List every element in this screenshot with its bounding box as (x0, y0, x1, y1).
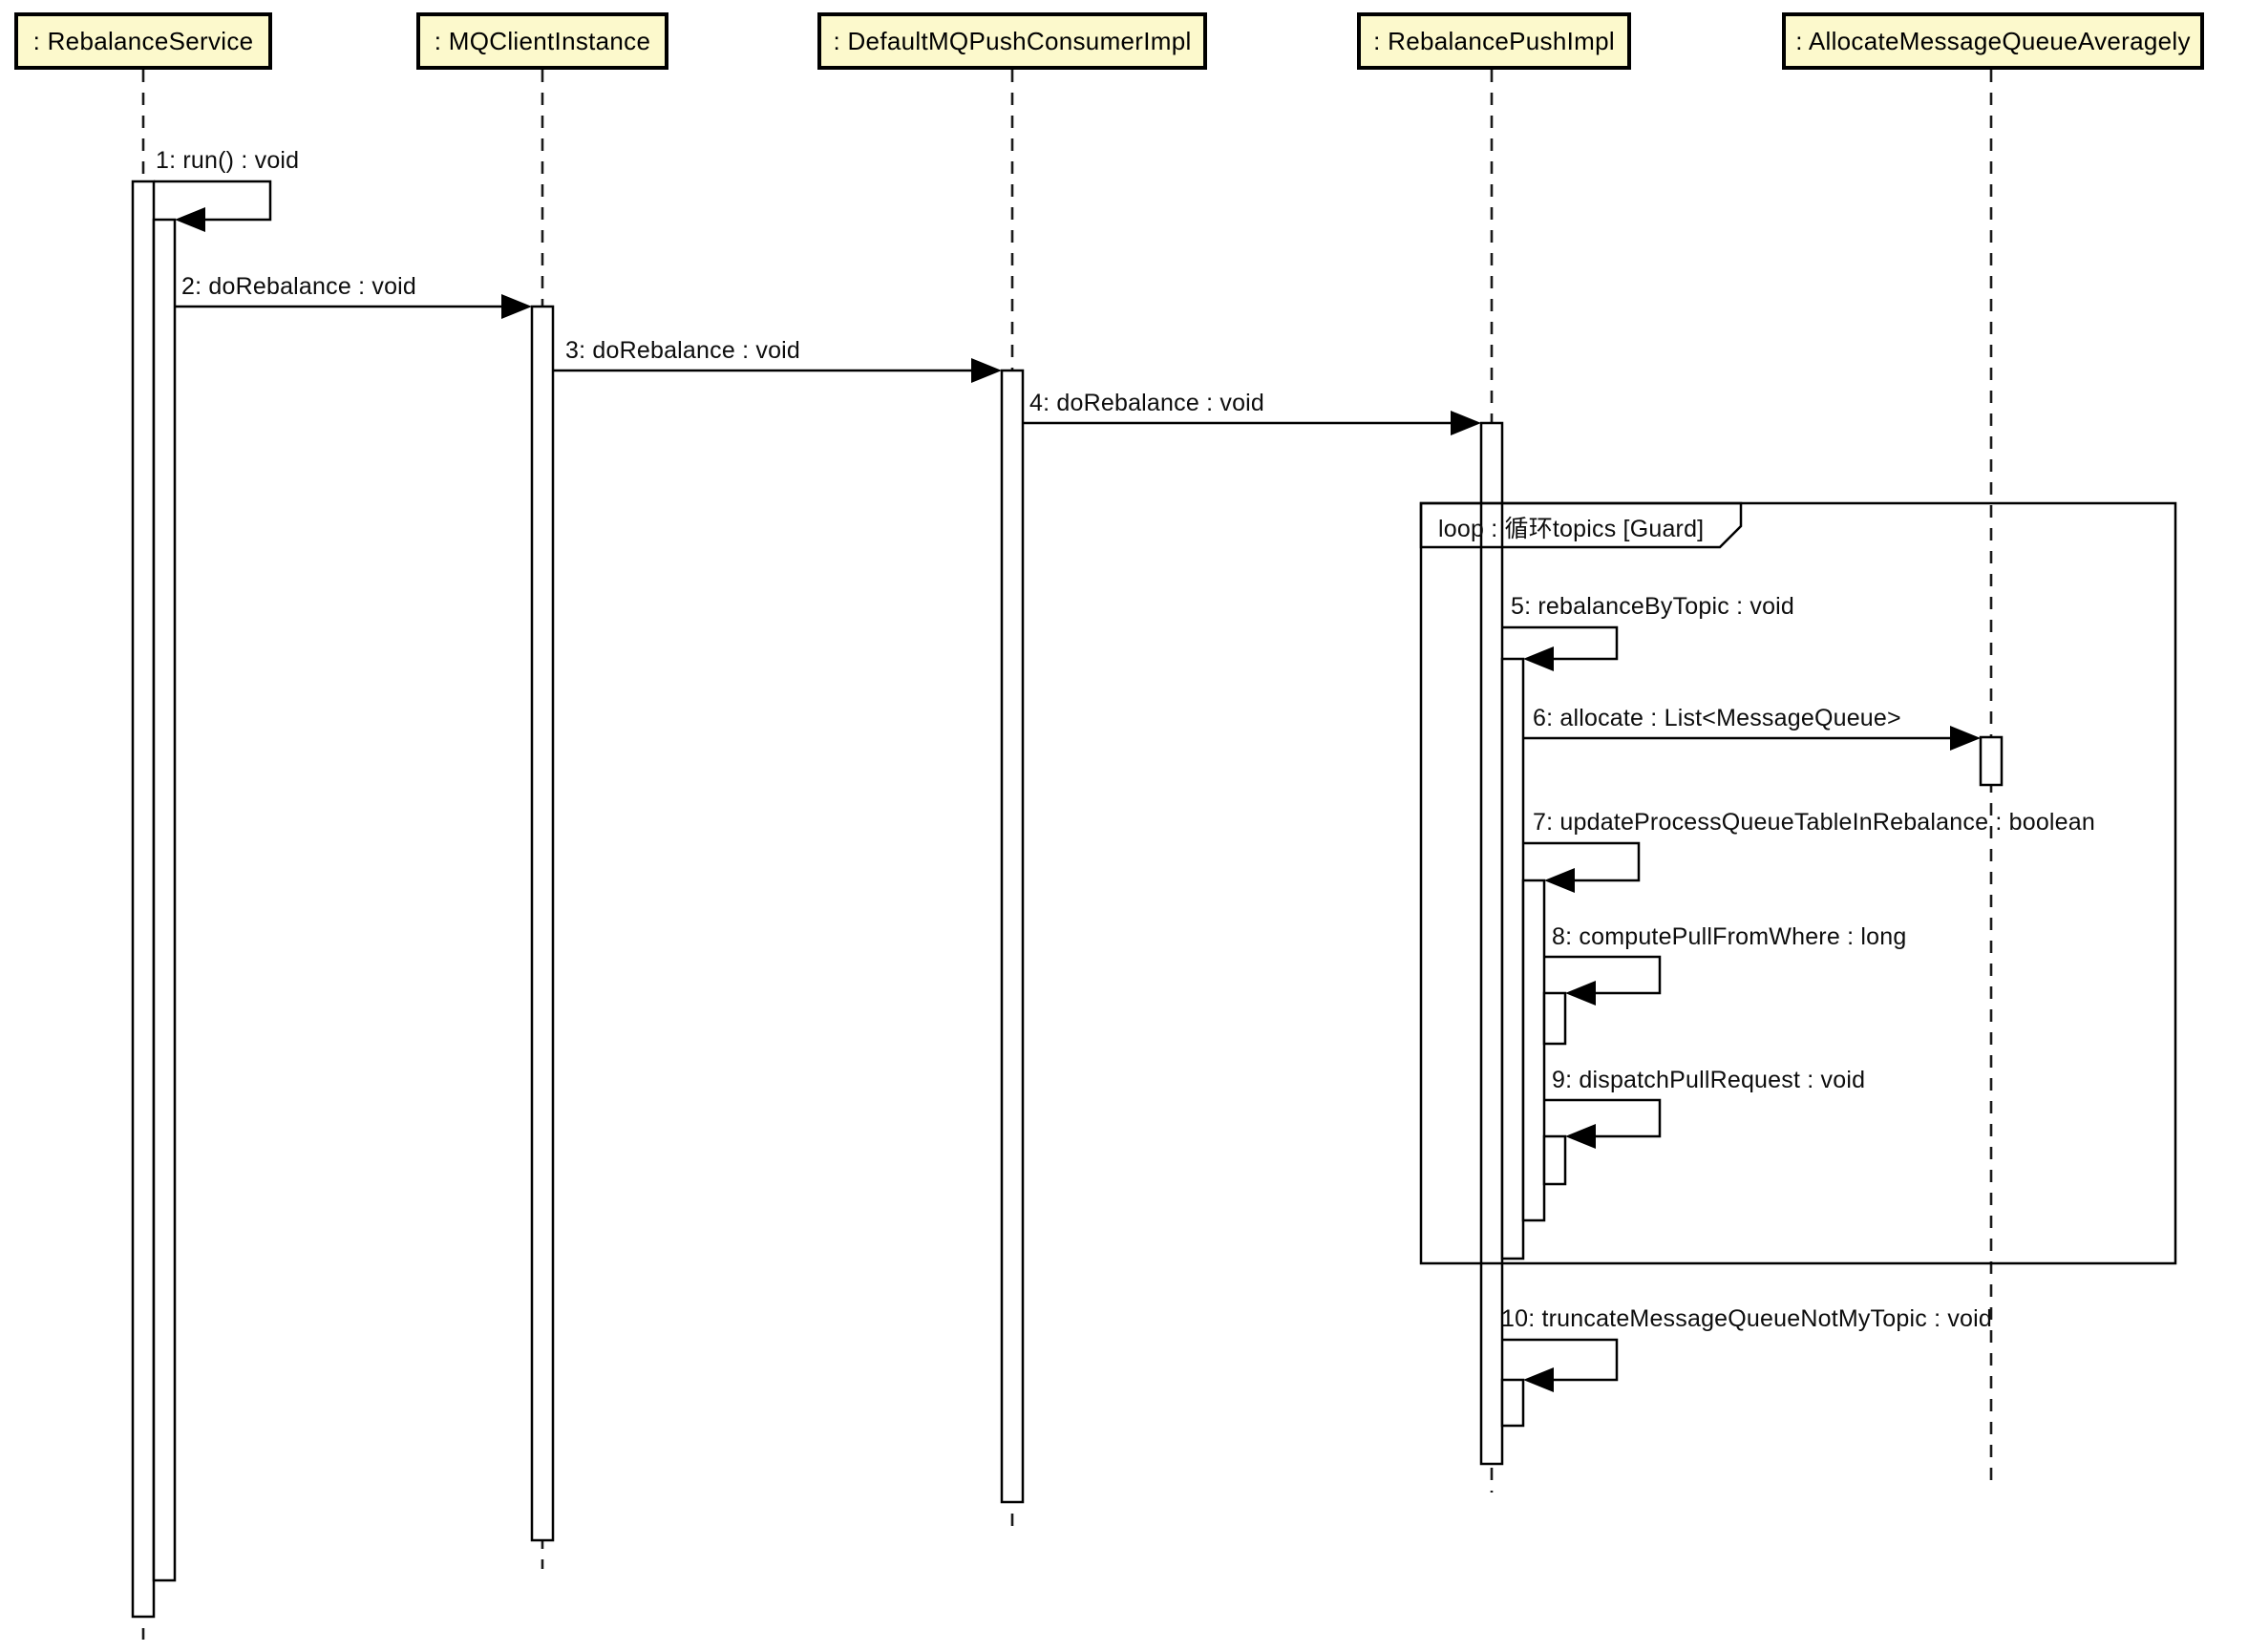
message-8-arrowhead (1565, 981, 1596, 1006)
loop-fragment-frame (1419, 501, 2177, 1265)
message-label-8: 8: computePullFromWhere : long (1552, 923, 1907, 950)
message-1-self-arrow (154, 180, 272, 222)
activation-bar-compute-pull-from-where (1542, 991, 1567, 1046)
activation-bar-dispatch-pull-request (1542, 1134, 1567, 1186)
loop-operator-label: loop : 循环topics [Guard] (1438, 516, 1705, 542)
activation-bar-rebalance-by-topic (1500, 657, 1525, 1260)
message-2-arrowhead (501, 294, 532, 319)
message-label-6: 6: allocate : List<MessageQueue> (1533, 705, 1901, 731)
message-6-arrowhead (1950, 726, 1981, 751)
activation-bar-default-mq-push-consumer-impl (1000, 369, 1025, 1504)
activation-bar-mq-client-instance (530, 305, 555, 1542)
lifeline-head-rebalance-push-impl: : RebalancePushImpl (1357, 12, 1631, 70)
message-label-5: 5: rebalanceByTopic : void (1511, 593, 1795, 620)
activation-bar-update-process-queue-table (1521, 879, 1546, 1222)
activation-bar-rebalance-service-outer (131, 180, 156, 1619)
message-label-1: 1: run() : void (156, 147, 300, 174)
message-3-arrowhead (971, 358, 1002, 383)
message-label-2: 2: doRebalance : void (181, 273, 417, 300)
activation-bar-rebalance-push-impl (1479, 421, 1504, 1466)
activation-bar-allocate (1979, 735, 2004, 787)
loop-operator-pentagon (1419, 501, 1743, 549)
message-5-self-arrow (1502, 625, 1619, 661)
lifeline-head-mq-client-instance: : MQClientInstance (416, 12, 668, 70)
lifeline-head-rebalance-service: : RebalanceService (14, 12, 272, 70)
message-10-arrowhead (1523, 1367, 1554, 1392)
activation-bar-rebalance-service-run (152, 218, 177, 1582)
message-10-self-arrow (1502, 1338, 1619, 1382)
message-label-4: 4: doRebalance : void (1029, 390, 1265, 416)
message-1-arrowhead (175, 207, 205, 232)
message-label-9: 9: dispatchPullRequest : void (1552, 1067, 1866, 1093)
message-7-arrowhead (1544, 868, 1575, 893)
lifeline-head-allocate-message-queue-averagely: : AllocateMessageQueueAveragely (1782, 12, 2204, 70)
message-4-arrowhead (1451, 411, 1481, 435)
message-8-self-arrow (1544, 955, 1662, 995)
message-5-arrowhead (1523, 646, 1554, 671)
message-9-arrowhead (1565, 1124, 1596, 1149)
message-label-10: 10: truncateMessageQueueNotMyTopic : voi… (1501, 1305, 1993, 1332)
message-label-7: 7: updateProcessQueueTableInRebalance : … (1533, 809, 2095, 836)
message-7-self-arrow (1523, 841, 1641, 882)
lifeline-head-default-mq-push-consumer-impl: : DefaultMQPushConsumerImpl (817, 12, 1207, 70)
message-9-self-arrow (1544, 1098, 1662, 1138)
activation-bar-truncate-message-queue (1500, 1378, 1525, 1428)
message-label-3: 3: doRebalance : void (565, 337, 801, 364)
